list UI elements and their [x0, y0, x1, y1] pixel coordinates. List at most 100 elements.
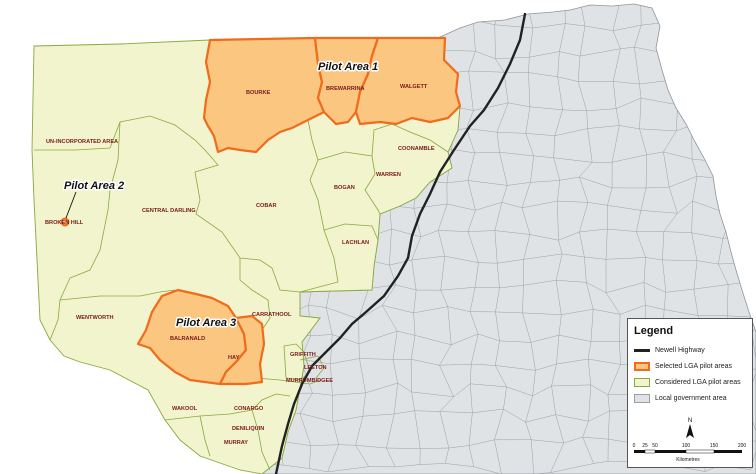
lga-boundary-segment	[446, 180, 469, 184]
lga-label-griffith: GRIFFITH	[290, 352, 316, 358]
lga-boundary-segment	[577, 56, 581, 82]
lga-boundary-segment	[530, 334, 560, 343]
lga-boundary-segment	[475, 202, 502, 211]
lga-boundary-segment	[474, 262, 479, 288]
lga-boundary-segment	[619, 314, 621, 342]
lga-boundary-segment	[693, 260, 698, 290]
lga-boundary-segment	[587, 359, 592, 385]
lga-boundary-segment	[469, 311, 479, 335]
pilot-area-3-label: Pilot Area 3	[176, 317, 236, 329]
scale-unit-label: Kilometres	[676, 457, 700, 463]
lga-boundary-segment	[531, 439, 564, 444]
lga-boundary-segment	[439, 411, 450, 449]
lga-boundary-segment	[419, 463, 446, 465]
lga-boundary-segment	[506, 386, 533, 397]
lga-boundary-segment	[558, 240, 563, 254]
lga-boundary-segment	[327, 466, 369, 473]
lga-boundary-segment	[677, 200, 693, 214]
lga-boundary-segment	[444, 255, 479, 263]
lga-boundary-segment	[411, 391, 415, 411]
lga-boundary-segment	[522, 312, 562, 315]
lga-boundary-segment	[283, 464, 310, 469]
pilot-area-label-group: Pilot Area 1 Pilot Area 2 Pilot Area 3	[63, 60, 380, 331]
lga-boundary-segment	[582, 436, 609, 440]
lga-boundary-segment	[588, 384, 592, 422]
lga-boundary-segment	[332, 395, 334, 422]
lga-boundary-segment	[472, 408, 504, 414]
lga-boundary-segment	[310, 444, 339, 446]
selected-area-hay	[218, 314, 266, 386]
lga-boundary-segment	[521, 182, 531, 208]
lga-boundary-segment	[501, 185, 508, 203]
lga-boundary-segment	[494, 408, 504, 440]
lga-boundary-segment	[587, 202, 608, 206]
lga-boundary-segment	[613, 81, 640, 85]
lga-boundary-segment	[662, 231, 665, 260]
lga-boundary-segment	[414, 335, 452, 346]
lga-boundary-segment	[528, 72, 531, 107]
lga-boundary-segment	[557, 200, 588, 203]
lga-boundary-segment	[499, 340, 531, 343]
lga-boundary-segment	[529, 51, 560, 58]
lga-boundary-segment	[645, 257, 663, 261]
lga-boundary-segment	[533, 155, 554, 159]
lga-boundary-segment	[386, 447, 396, 468]
lga-label-carrathool: CARRATHOOL	[252, 312, 292, 318]
lga-boundary-segment	[553, 157, 593, 163]
lga-boundary-segment	[558, 231, 580, 241]
lga-label-conargo: CONARGO	[234, 406, 264, 412]
lga-boundary-segment	[438, 230, 468, 232]
lga-boundary-segment	[525, 395, 533, 423]
lga-boundary-segment	[559, 23, 566, 52]
lga-boundary-segment	[663, 130, 677, 153]
lga-label-murrumbidgee: MURRUMBIDGEE	[286, 378, 333, 384]
lga-boundary-segment	[468, 445, 475, 467]
lga-boundary-segment	[386, 413, 395, 449]
lga-boundary-segment	[529, 234, 559, 241]
north-arrow-icon: N	[686, 418, 694, 438]
lga-boundary-segment	[607, 411, 610, 440]
lga-boundary-segment	[528, 72, 558, 78]
lga-boundary-segment	[662, 259, 698, 261]
lga-boundary-segment	[586, 282, 594, 310]
lga-boundary-segment	[495, 58, 505, 73]
lga-boundary-segment	[582, 421, 589, 438]
lga-boundary-segment	[692, 176, 698, 202]
lga-boundary-segment	[466, 128, 497, 133]
lga-boundary-segment	[612, 4, 622, 31]
lga-boundary-segment	[607, 228, 637, 232]
selected-area-broken-hill	[60, 217, 70, 227]
lga-boundary-segment	[494, 24, 496, 59]
lga-boundary-segment	[358, 305, 383, 320]
lga-boundary-segment	[453, 383, 471, 397]
lga-boundary-segment	[554, 128, 588, 136]
lga-label-wakool: WAKOOL	[172, 406, 198, 412]
lga-boundary-segment	[330, 334, 333, 364]
lga-boundary-segment	[299, 413, 333, 422]
lga-boundary-segment	[468, 51, 476, 72]
lga-boundary-segment	[467, 152, 475, 181]
lga-boundary-segment	[550, 463, 594, 473]
legend-title: Legend	[634, 325, 674, 337]
lga-label-bourke: BOURKE	[246, 90, 271, 96]
lga-boundary-segment	[392, 330, 398, 360]
lga-boundary-segment	[413, 290, 417, 313]
lga-boundary-segment	[382, 284, 397, 306]
lga-boundary-segment	[587, 128, 593, 163]
lga-boundary-segment	[411, 255, 445, 261]
lga-boundary-segment	[582, 437, 594, 464]
lga-boundary-segment	[309, 445, 312, 469]
lga-boundary-segment	[467, 231, 479, 263]
lga-boundary-segment	[605, 292, 621, 315]
lga-boundary-segment	[437, 203, 448, 231]
lga-boundary-segment	[467, 180, 476, 211]
scale-bar-segments	[634, 449, 742, 454]
selected-area-swatch-icon	[634, 361, 650, 371]
lga-boundary-segment	[561, 309, 594, 315]
lga-label-lachlan: LACHLAN	[342, 240, 369, 246]
lga-boundary-segment	[473, 102, 509, 111]
legend-item-lga: Local government area	[634, 391, 746, 405]
lga-boundary-segment	[522, 285, 524, 313]
lga-boundary-segment	[494, 24, 533, 29]
lga-boundary-segment	[669, 175, 698, 188]
